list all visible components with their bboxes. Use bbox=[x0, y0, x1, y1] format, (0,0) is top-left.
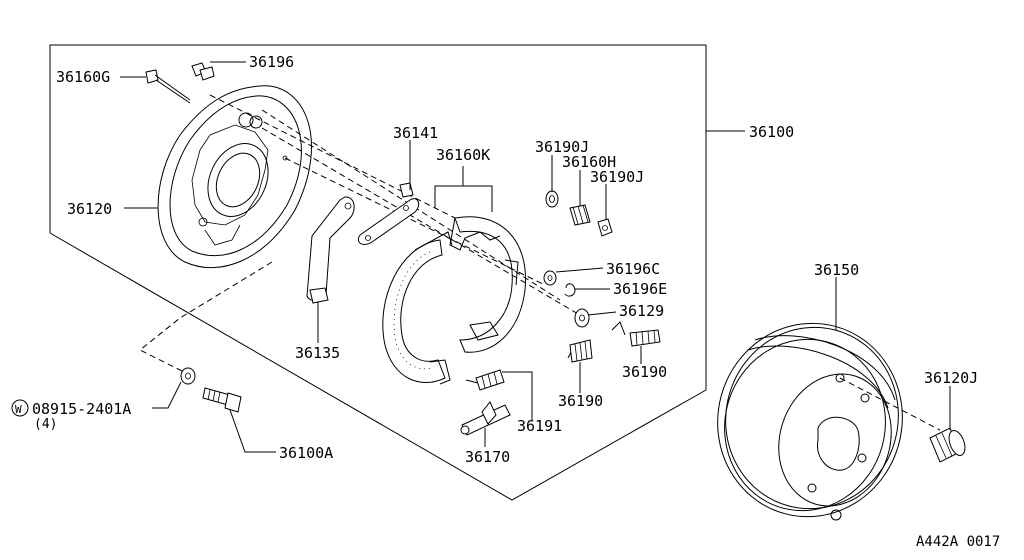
label-36190j-top: 36190J bbox=[535, 138, 589, 156]
label-36190j-mid: 36190J bbox=[590, 168, 644, 186]
spring-36160h-part bbox=[569, 204, 591, 226]
label-36191: 36191 bbox=[517, 417, 562, 435]
label-36160h: 36160H bbox=[562, 153, 616, 171]
hub-nut-36120j-part bbox=[929, 427, 966, 463]
label-36150: 36150 bbox=[814, 261, 859, 279]
washer-36196c-part bbox=[543, 270, 557, 286]
label-36135: 36135 bbox=[295, 344, 340, 362]
lever-36135-part bbox=[306, 196, 355, 304]
backing-plate-part bbox=[157, 85, 312, 269]
brake-shoe-front-part bbox=[382, 231, 453, 385]
brake-drum-part bbox=[717, 322, 903, 521]
washer-symbol: W bbox=[11, 399, 29, 417]
label-36170: 36170 bbox=[465, 448, 510, 466]
label-36160k: 36160K bbox=[436, 146, 490, 164]
label-36190-left: 36190 bbox=[558, 392, 603, 410]
label-36196c: 36196C bbox=[606, 260, 660, 278]
bolt-36160g-part bbox=[145, 69, 191, 104]
spring-36190-left-part bbox=[567, 339, 593, 363]
brake-shoe-rear-part bbox=[449, 216, 527, 353]
label-08915: 08915-2401A bbox=[32, 400, 131, 418]
label-36190-right: 36190 bbox=[622, 363, 667, 381]
adjuster-spring-36191-part bbox=[465, 369, 505, 391]
washer-symbol-letter: W bbox=[15, 403, 22, 416]
adjuster-36170-part bbox=[460, 401, 511, 436]
label-36160g: 36160G bbox=[56, 68, 110, 86]
label-36141: 36141 bbox=[393, 124, 438, 142]
washer-08915-part bbox=[180, 367, 196, 385]
bolt-36196-part bbox=[191, 62, 215, 81]
retainer-36190j-mid-part bbox=[597, 218, 613, 237]
label-36100: 36100 bbox=[749, 123, 794, 141]
washer-36129-part bbox=[574, 308, 590, 328]
strut-36141-part bbox=[357, 182, 420, 245]
leader-lines bbox=[120, 61, 951, 453]
label-36196e: 36196E bbox=[613, 280, 667, 298]
bolt-36100a-part bbox=[202, 387, 242, 413]
clip-36196e-part bbox=[564, 283, 576, 297]
spring-36190-right-part bbox=[611, 321, 661, 347]
label-36120j: 36120J bbox=[924, 369, 978, 387]
retainer-36190j-top-part bbox=[545, 190, 559, 208]
label-36129: 36129 bbox=[619, 302, 664, 320]
assembly-boundary bbox=[49, 44, 707, 501]
footer-code: A442A 0017 bbox=[916, 534, 1000, 550]
label-36100a: 36100A bbox=[279, 444, 333, 462]
label-08915-qty: (4) bbox=[34, 417, 57, 432]
label-36196: 36196 bbox=[249, 53, 294, 71]
label-36120: 36120 bbox=[67, 200, 112, 218]
